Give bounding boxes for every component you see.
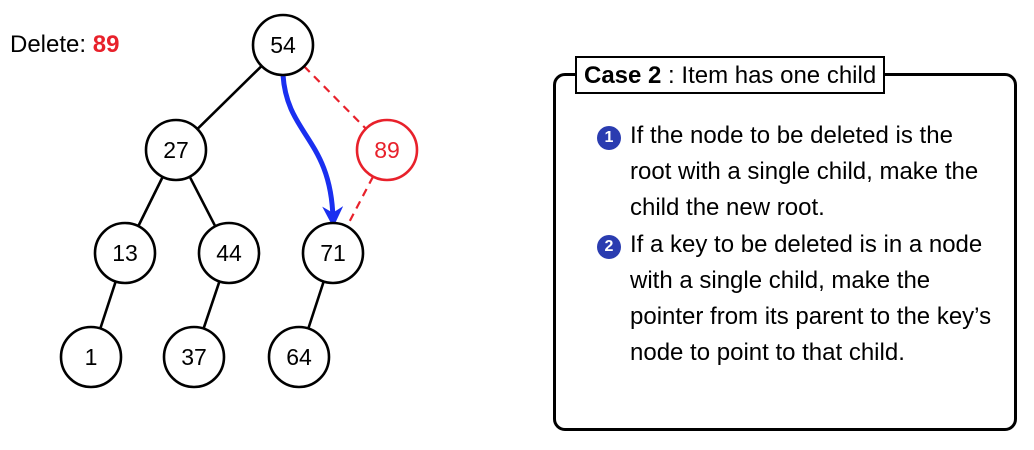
case-description-box: [553, 73, 1017, 431]
tree-edge-27-44: [188, 176, 217, 227]
tree-node-27: 27: [144, 118, 208, 182]
node-label: 37: [181, 344, 207, 370]
tree-edge-44-37: [202, 281, 221, 329]
node-label: 89: [374, 137, 400, 163]
case-title-bold: Case 2: [584, 62, 662, 89]
node-label: 64: [286, 344, 312, 370]
relink-arrow-layer: [280, 72, 344, 228]
tree-node-44: 44: [197, 221, 261, 285]
node-circle: [144, 118, 208, 182]
node-label: 71: [320, 240, 346, 266]
node-circle: [301, 221, 365, 285]
relink-arrow: [280, 72, 344, 228]
tree-edge-54-27: [196, 65, 263, 130]
node-circle: [59, 325, 123, 389]
delete-caption: Delete: 89: [10, 30, 119, 60]
tree-edge-89-71: [345, 176, 375, 227]
tree-edge-54-89: [303, 65, 367, 130]
tree-node-71: 71: [301, 221, 365, 285]
rule-text: If the node to be deleted is the root wi…: [630, 122, 979, 221]
node-label: 54: [270, 32, 296, 58]
tree-edge-27-13: [137, 176, 164, 227]
node-label: 1: [85, 344, 98, 370]
rule-number-badge: 2: [597, 235, 621, 259]
rule-text: If a key to be deleted is in a node with…: [630, 231, 992, 366]
tree-edges: [99, 65, 375, 329]
tree-node-89: 89: [355, 118, 419, 182]
tree-node-13: 13: [93, 221, 157, 285]
node-label: 13: [112, 240, 138, 266]
node-circle: [355, 118, 419, 182]
case-title-rest: : Item has one child: [661, 62, 877, 89]
node-circle: [162, 325, 226, 389]
delete-value: 89: [92, 31, 120, 58]
tree-node-1: 1: [59, 325, 123, 389]
case-title: Case 2 : Item has one child: [575, 56, 886, 94]
node-circle: [197, 221, 261, 285]
tree-node-54: 54: [251, 13, 315, 77]
delete-label-text: Delete:: [10, 31, 87, 58]
rule-number-badge: 1: [597, 126, 621, 150]
node-label: 27: [163, 137, 189, 163]
tree-node-64: 64: [267, 325, 331, 389]
tree-edge-13-1: [99, 281, 117, 329]
node-label: 44: [216, 240, 242, 266]
node-circle: [93, 221, 157, 285]
tree-node-37: 37: [162, 325, 226, 389]
node-circle: [251, 13, 315, 77]
tree-nodes: 54 27 89 13 44 71 1 37 64: [59, 13, 419, 389]
node-circle: [267, 325, 331, 389]
tree-edge-71-64: [307, 281, 325, 329]
